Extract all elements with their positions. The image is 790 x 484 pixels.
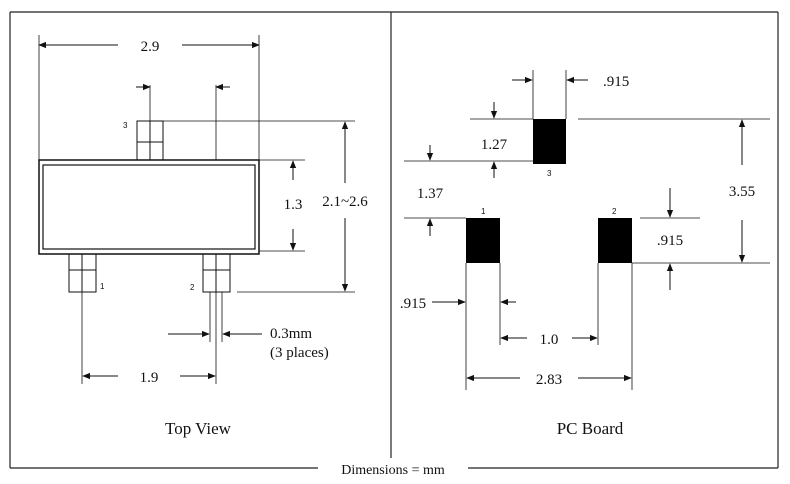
pad-2 (598, 218, 632, 263)
dimension-1-0 (500, 263, 599, 345)
dimension-pad3-width (512, 70, 588, 119)
pin-2-label: 2 (190, 283, 195, 292)
pad1-width-label: .915 (400, 296, 426, 312)
dimension-1-37 (404, 145, 466, 236)
outer-span-label: 2.83 (536, 372, 562, 388)
board-pin-2-label: 2 (612, 207, 617, 216)
pc-board-view: 3 1 2 .915 1.27 1.37 (400, 70, 770, 438)
pad-1 (466, 218, 500, 263)
dimension-3-55 (578, 118, 770, 264)
lead-width-note: (3 places) (270, 345, 329, 361)
lead-pin-2 (202, 253, 231, 293)
pc-board-caption: PC Board (557, 419, 624, 438)
row-distance-label: 3.55 (729, 184, 755, 200)
pad-3 (533, 119, 566, 164)
top-view: 3 1 2 2.9 1.3 (38, 35, 368, 438)
package-body-inner (42, 164, 256, 250)
overall-height-label: 2.1~2.6 (322, 194, 368, 210)
top-view-caption: Top View (165, 419, 232, 438)
pad2-height-label: .915 (657, 233, 683, 249)
pad-offset-label: 1.37 (417, 186, 444, 202)
dimension-lead-width (168, 292, 262, 342)
pad-width-top-label: .915 (603, 74, 629, 90)
pin-3-label: 3 (123, 121, 128, 130)
lead-pin-1 (68, 253, 97, 293)
pad-gap-label: 1.0 (540, 332, 559, 348)
dimension-1-3 (259, 159, 305, 252)
width-label: 2.9 (141, 39, 160, 55)
dimension-pad1-width (432, 263, 516, 390)
body-height-label: 1.3 (284, 197, 303, 213)
dimension-2-83 (466, 263, 633, 390)
board-pin-1-label: 1 (481, 207, 486, 216)
dimension-1-27 (404, 102, 533, 178)
pad3-height-label: 1.27 (481, 137, 508, 153)
dimension-2-1-2-6 (163, 120, 355, 293)
pin-1-label: 1 (100, 282, 105, 291)
dimension-pin3-width (136, 83, 230, 160)
lead-pin-3 (136, 120, 164, 161)
dimension-pad2-height (640, 188, 700, 290)
drawing-frame (9, 11, 779, 469)
board-pin-3-label: 3 (547, 169, 552, 178)
dimension-1-9 (81, 292, 217, 384)
package-body (38, 159, 260, 255)
lead-width-label: 0.3mm (270, 326, 312, 342)
footer-dimensions-label: Dimensions = mm (341, 463, 445, 478)
dimension-2-9 (38, 35, 260, 160)
lead-pitch-label: 1.9 (140, 370, 159, 386)
